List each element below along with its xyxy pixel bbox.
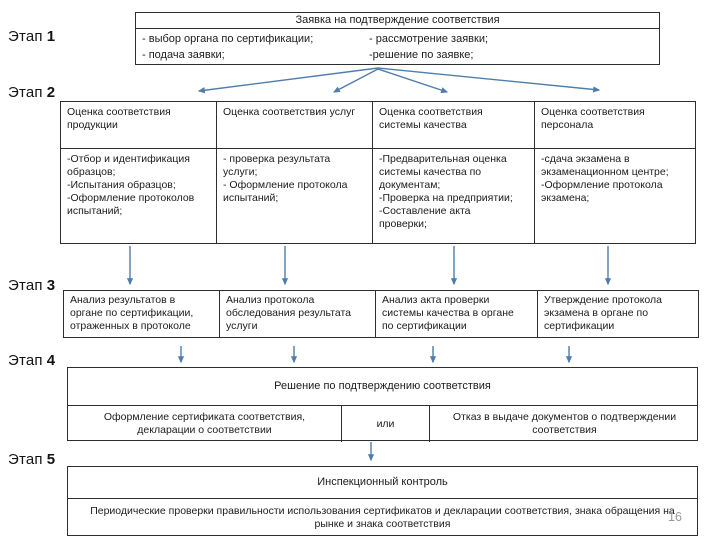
stage-label-number: 4 [46,352,56,369]
stage2-items-products: -Отбор и идентификация образцов; -Испыта… [61,149,217,244]
stage3-box-services: Анализ протокола обследования результата… [220,291,376,338]
stage2-items-personnel: -сдача экзамена в экзаменационном центре… [535,149,696,244]
stage2-header-services: Оценка соответствия услуг [217,102,373,149]
stage4-outcome-row: Оформление сертификата соответствия, дек… [68,406,697,442]
stage3-box-personnel: Утверждение протокола экзамена в органе … [538,291,699,338]
stage-label-number: 1 [46,28,56,45]
stage5-body-text: Периодические проверки правильности испо… [90,505,675,530]
stage-label-number: 5 [46,451,56,468]
stage5-title: Инспекционный контроль [68,467,697,499]
stage-label-word: Этап [8,84,43,101]
stage2-header-products: Оценка соответствия продукции [61,102,217,149]
stage-label-word: Этап [8,352,43,369]
stage4-decision-box: Решение по подтверждению соответствия Оф… [67,367,698,442]
stage3-box-products: Анализ результатов в органе по сертифика… [64,291,220,338]
stage-label-word: Этап [8,277,43,294]
fan-arrow-to-personnel [377,67,601,93]
stage1-title: Заявка на подтверждение соответствия [136,13,659,29]
stage2-items-quality: -Предварительная оценка системы качества… [373,149,535,244]
stage3-box-quality: Анализ акта проверки системы качества в … [376,291,538,338]
stage2-header-personnel: Оценка соответствия персонала [535,102,696,149]
stage1-content: - выбор органа по сертификации; - подача… [136,29,659,65]
stage-label-number: 3 [46,277,56,294]
stage-label-word: Этап [8,28,43,45]
stage-label-word: Этап [8,451,43,468]
stage4-refusal-cell: Отказ в выдаче документов о подтверждени… [452,411,677,436]
stage2-items-services: - проверка результата услуги; - Оформлен… [217,149,373,244]
stage1-application-box: Заявка на подтверждение соответствия - в… [135,12,660,65]
stage1-left-items: - выбор органа по сертификации; - подача… [142,33,314,61]
stage-label-number: 2 [46,84,56,101]
stage1-right-items: - рассмотрение заявки; -решение по заявк… [369,33,489,61]
stage5-inspection-box: Инспекционный контроль Периодические про… [67,466,698,536]
stage4-certificate-cell: Оформление сертификата соответствия, дек… [103,411,306,436]
fan-arrow-to-quality [377,68,449,94]
stage2-header-quality: Оценка соответствия системы качества [373,102,535,149]
stage2-assessment-table: Оценка соответствия продукции Оценка соо… [60,101,696,244]
fan-arrow-to-services [332,68,379,93]
page-number: 16 [668,510,682,524]
stage3-analysis-row: Анализ результатов в органе по сертифика… [63,290,699,338]
stage4-or-cell: или [341,406,430,442]
stage4-decision-title: Решение по подтверждению соответствия [68,368,697,406]
fan-arrow-to-products [197,67,379,94]
